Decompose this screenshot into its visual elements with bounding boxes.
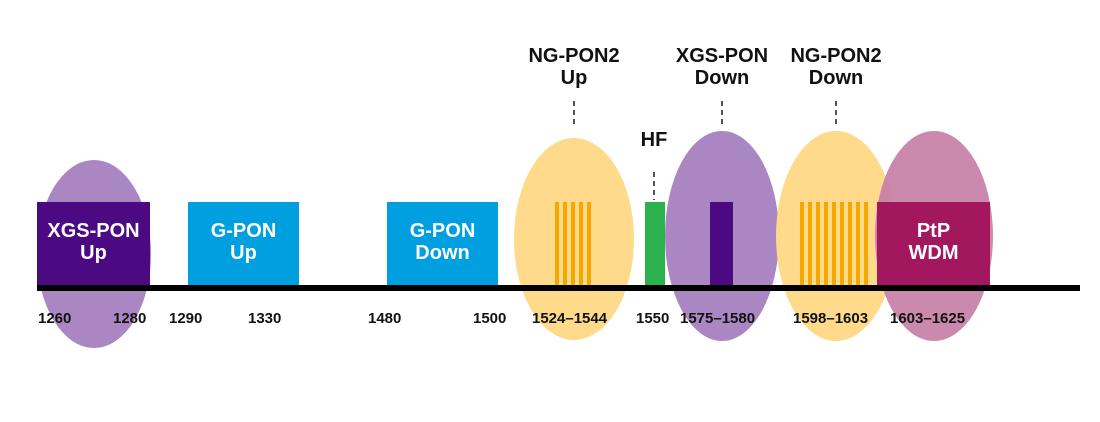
tick-1524-1544: 1524–1544 — [532, 310, 608, 327]
tick-1260: 1260 — [38, 310, 72, 327]
ng-pon2-down-line2: Down — [808, 67, 864, 89]
g-pon-down-line2: Down — [415, 242, 470, 264]
xgs-pon-up-band — [37, 202, 150, 286]
ng-pon2-down-channel — [864, 202, 868, 286]
tick-1603-1625: 1603–1625 — [890, 310, 966, 327]
hf-band — [645, 202, 665, 286]
ng-pon2-down-label: NG-PON2 Down — [776, 45, 896, 89]
ng-pon2-up-label: NG-PON2 Up — [514, 45, 634, 89]
ng-pon2-down-channel — [856, 202, 860, 286]
hf-label: HF — [640, 129, 668, 151]
ng-pon2-up-line1: NG-PON2 — [528, 45, 620, 67]
ptp-wdm-label: PtP WDM — [877, 220, 990, 264]
ng-pon2-down-channel — [848, 202, 852, 286]
g-pon-up-line1: G-PON — [210, 220, 277, 242]
ng-pon2-up-channel — [579, 202, 583, 286]
xgs-pon-down-band — [710, 202, 733, 286]
ng-pon2-up-line2: Up — [560, 67, 588, 89]
xgs-pon-up-line1: XGS-PON — [47, 220, 140, 242]
xgs-pon-down-label: XGS-PON Down — [662, 45, 782, 89]
ng-pon2-down-line1: NG-PON2 — [790, 45, 882, 67]
wavelength-axis — [37, 285, 1080, 291]
tick-1280: 1280 — [113, 310, 147, 327]
ng-pon2-up-channel — [587, 202, 591, 286]
tick-1500: 1500 — [473, 310, 507, 327]
g-pon-down-line1: G-PON — [409, 220, 476, 242]
tick-1550: 1550 — [636, 310, 670, 327]
ng-pon2-down-channel — [840, 202, 844, 286]
ng-pon2-down-channels — [800, 202, 868, 286]
g-pon-down-band — [387, 202, 498, 286]
xgs-pon-down-line2: Down — [694, 67, 750, 89]
ptp-wdm-line2: WDM — [908, 242, 959, 264]
ng-pon2-up-channel — [555, 202, 559, 286]
g-pon-up-band — [188, 202, 299, 286]
tick-1290: 1290 — [169, 310, 203, 327]
tick-1598-1603: 1598–1603 — [793, 310, 869, 327]
ng-pon2-up-channel — [571, 202, 575, 286]
xgs-pon-up-line2: Up — [80, 242, 107, 264]
ng-pon2-down-channel — [816, 202, 820, 286]
ptp-wdm-band — [877, 202, 990, 286]
g-pon-up-line2: Up — [230, 242, 257, 264]
g-pon-up-label: G-PON Up — [188, 220, 299, 264]
ng-pon2-down-channel — [824, 202, 828, 286]
tick-1330: 1330 — [248, 310, 282, 327]
xgs-pon-down-line1: XGS-PON — [675, 45, 769, 67]
ng-pon2-up-channels — [555, 202, 591, 286]
ptp-wdm-line1: PtP — [916, 220, 951, 242]
ng-pon2-down-channel — [800, 202, 804, 286]
tick-1480: 1480 — [368, 310, 402, 327]
tick-1575-1580: 1575–1580 — [680, 310, 756, 327]
xgs-pon-up-label: XGS-PON Up — [37, 220, 150, 264]
ng-pon2-down-channel — [832, 202, 836, 286]
ng-pon2-down-channel — [808, 202, 812, 286]
g-pon-down-label: G-PON Down — [387, 220, 498, 264]
ng-pon2-up-channel — [563, 202, 567, 286]
